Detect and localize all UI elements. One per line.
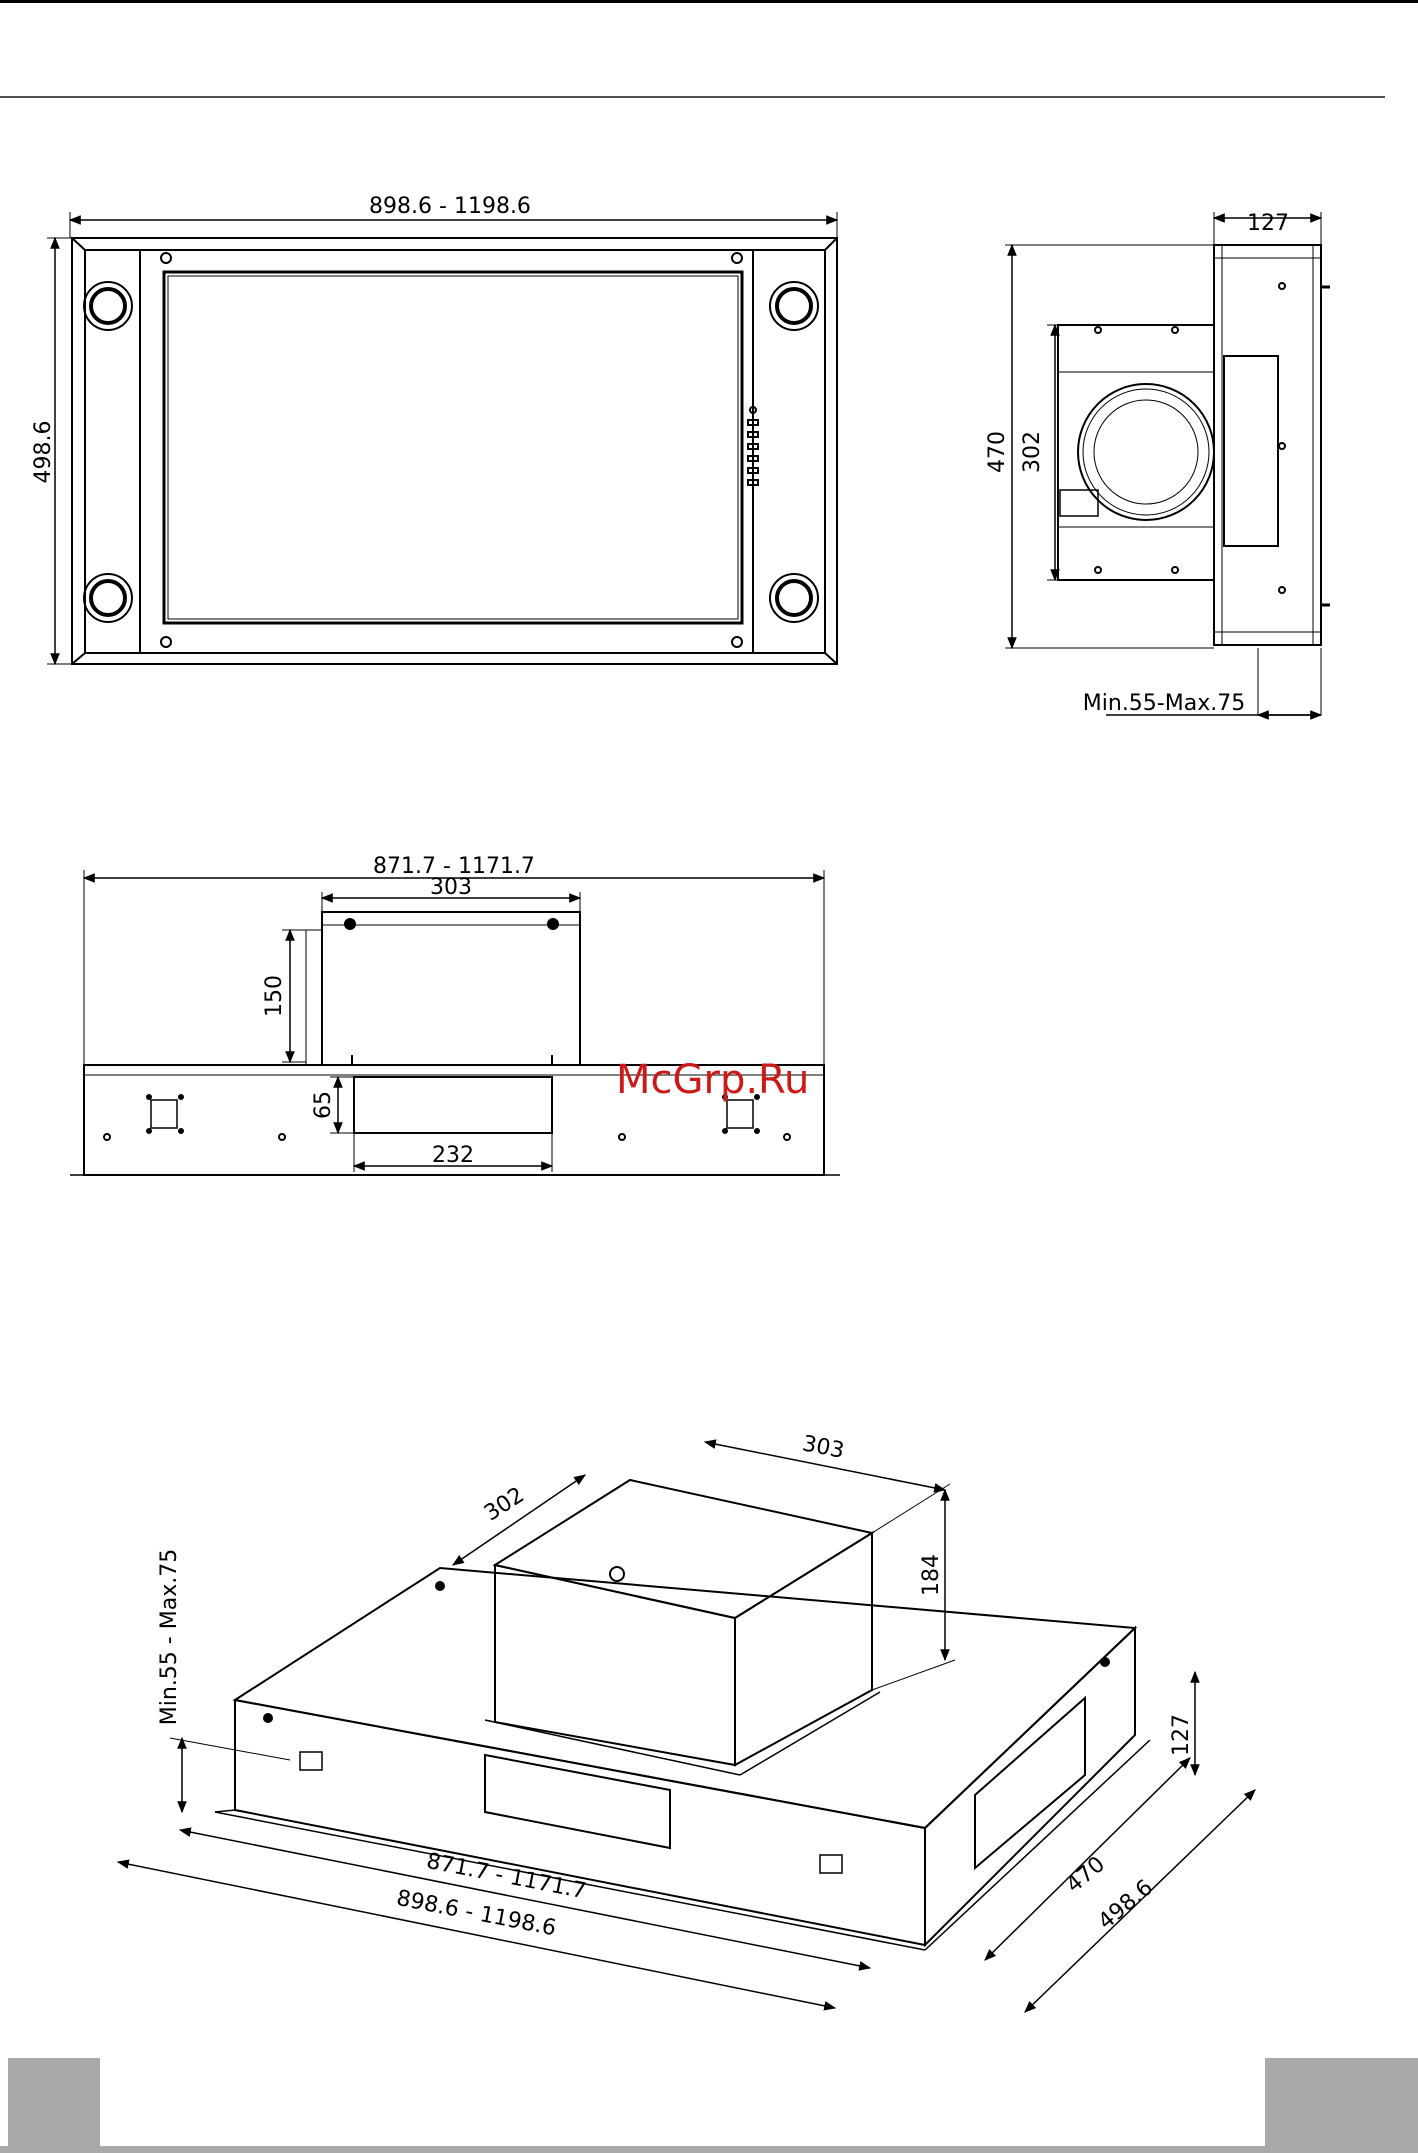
front-height-label: 498.6 (31, 421, 56, 484)
side-offset-label: Min.55-Max.75 (1083, 691, 1245, 716)
elevation-motor-width-label: 303 (430, 875, 472, 900)
footer (0, 2058, 1418, 2153)
iso-motor-depth-label: 302 (480, 1483, 529, 1527)
side-height-inner-label: 302 (1020, 431, 1045, 473)
footer-line (0, 2146, 1418, 2153)
side-height-outer-label: 470 (985, 431, 1010, 473)
iso-inner-depth-label: 470 (1062, 1852, 1110, 1898)
side-depth-label: 127 (1247, 211, 1289, 236)
elevation-view (70, 870, 840, 1175)
iso-outer-depth-label: 498.6 (1094, 1875, 1158, 1935)
isometric-view (118, 1442, 1255, 2012)
elevation-motor-height-label: 150 (262, 975, 287, 1017)
side-view (1005, 212, 1330, 715)
elevation-outlet-height-label: 65 (311, 1091, 336, 1119)
footer-right-block (1265, 2058, 1418, 2148)
iso-body-height-label: 127 (1169, 1714, 1194, 1756)
footer-left-block (8, 2058, 100, 2148)
watermark: McGrp.Ru (616, 1057, 809, 1103)
front-width-label: 898.6 - 1198.6 (369, 194, 531, 219)
elevation-outlet-width-label: 232 (432, 1143, 474, 1168)
iso-motor-width-label: 303 (800, 1431, 846, 1464)
iso-offset-label: Min.55 - Max.75 (157, 1549, 182, 1725)
iso-motor-height-label: 184 (919, 1554, 944, 1596)
front-view (47, 212, 837, 664)
